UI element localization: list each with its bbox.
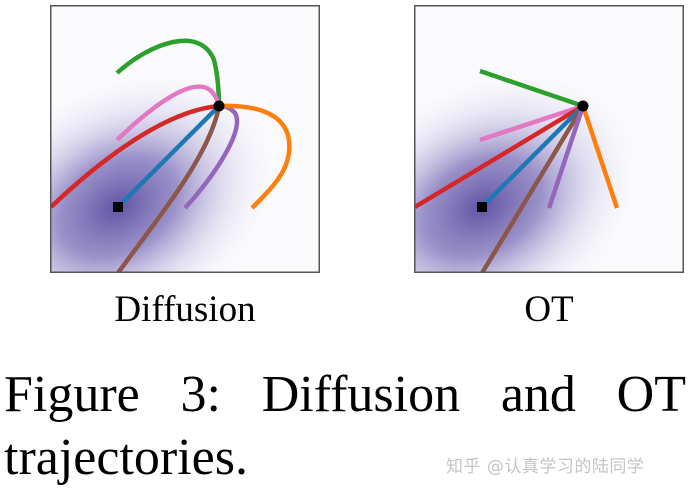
trajectory-blue xyxy=(116,104,221,209)
diffusion-plot xyxy=(50,5,320,273)
plot-border xyxy=(50,5,320,273)
trajectory-green xyxy=(115,38,222,107)
trajectory-blue xyxy=(480,104,585,209)
trajectory-pink xyxy=(115,84,222,142)
subcaption-diffusion: Diffusion xyxy=(114,289,256,330)
caption-word: 3: xyxy=(180,366,221,423)
diffusion-plot-canvas xyxy=(50,5,320,273)
mean-square-marker xyxy=(113,202,123,212)
watermark: 知乎 @认真学习的陆同学 xyxy=(446,457,645,477)
target-point-marker xyxy=(213,100,225,112)
trajectory-orange xyxy=(218,103,292,210)
trajectory-red xyxy=(414,104,585,209)
plot-border xyxy=(414,5,684,273)
trajectory-brown xyxy=(116,105,222,273)
figure-caption-line1: Figure 3: Diffusion and OT xyxy=(4,365,686,425)
figure-caption-line2: trajectories. xyxy=(4,429,248,486)
caption-word: Figure xyxy=(4,366,140,423)
ot-plot-canvas xyxy=(414,5,684,273)
ot-plot xyxy=(414,5,684,273)
target-point-marker xyxy=(577,100,589,112)
trajectory-orange xyxy=(580,105,620,209)
subcaption-ot: OT xyxy=(524,289,574,330)
caption-word: Diffusion xyxy=(261,366,461,423)
trajectory-pink xyxy=(479,103,584,143)
mean-square-marker xyxy=(477,202,487,212)
caption-word: OT xyxy=(616,366,686,423)
trajectory-purple xyxy=(546,105,586,209)
trajectory-brown xyxy=(480,104,585,273)
caption-word: and xyxy=(500,366,576,423)
trajectory-green xyxy=(479,68,584,109)
trajectory-red xyxy=(50,103,220,209)
